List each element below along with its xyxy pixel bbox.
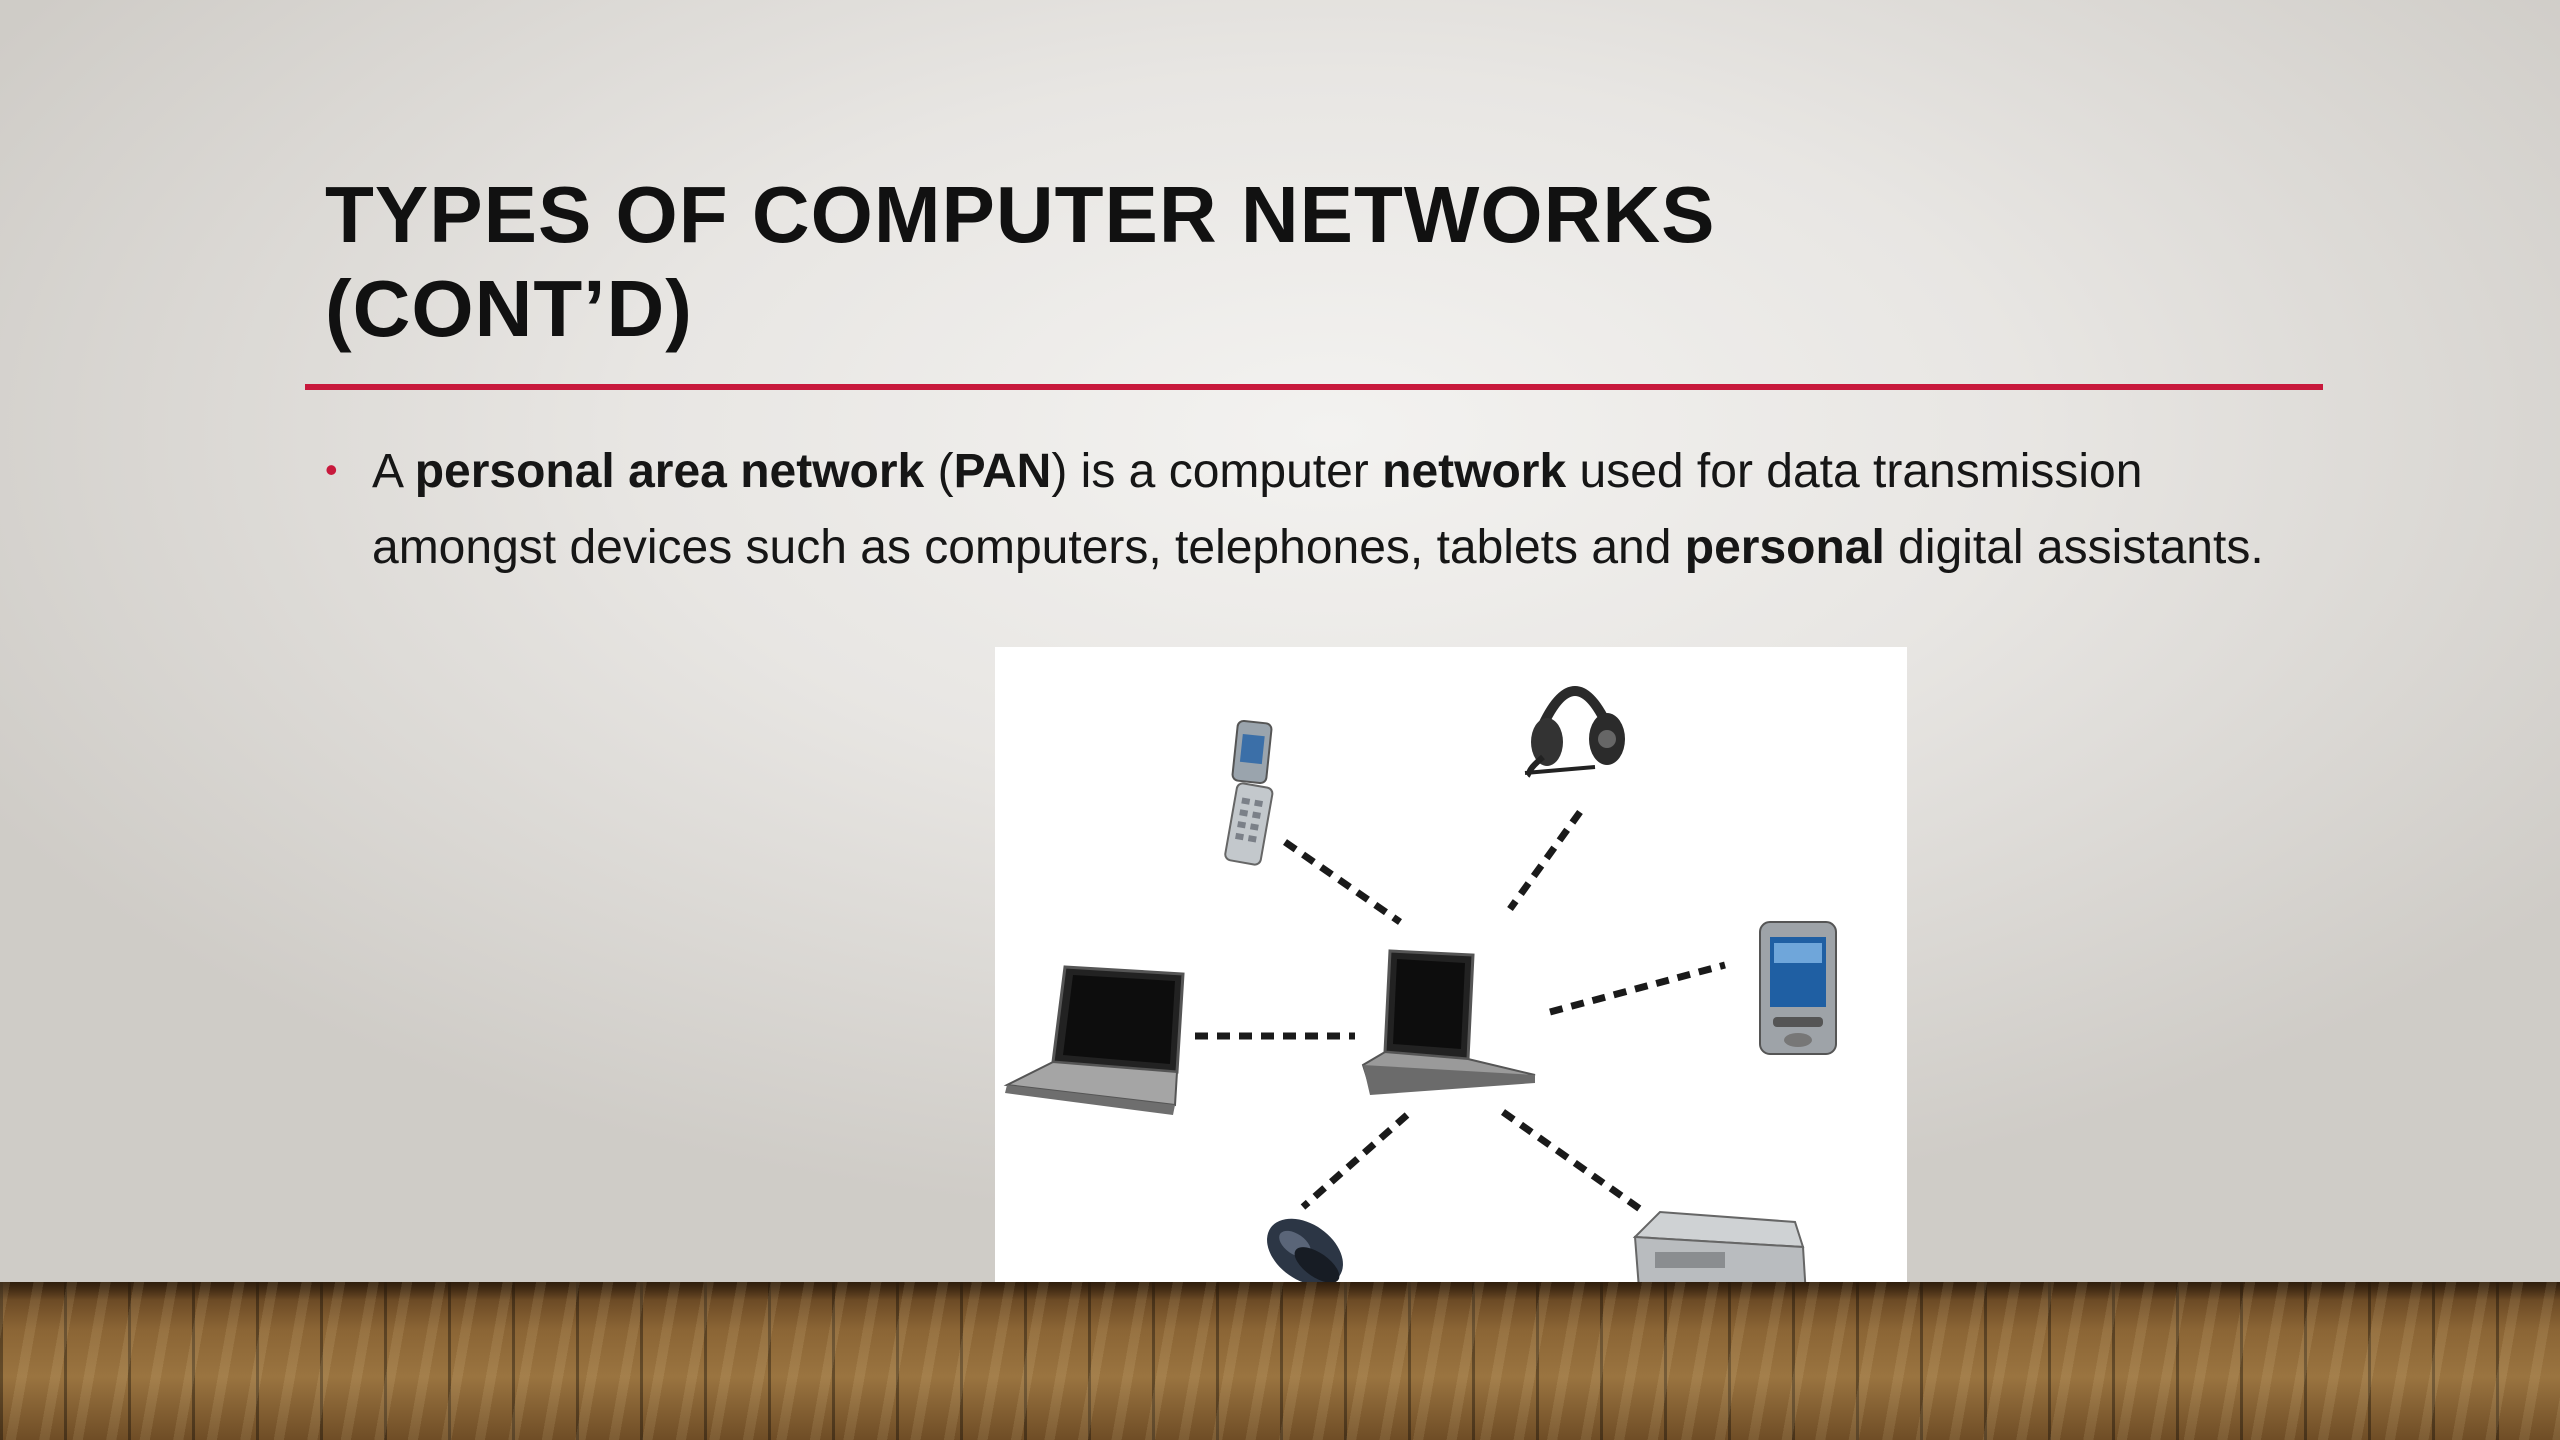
flip-phone-icon [1224, 719, 1274, 866]
pan-diagram [1003, 686, 1837, 1352]
slide-title-line-2: (CONT’D) [325, 264, 693, 353]
bullet-segment-bold: personal area network [414, 445, 925, 498]
headset-icon [1524, 686, 1625, 778]
connection-line [1500, 1109, 1643, 1212]
bullet-segment-bold: network [1382, 445, 1567, 498]
slide-title-line-1: TYPES OF COMPUTER NETWORKS [325, 170, 1716, 259]
connection-line [1507, 809, 1583, 912]
bullet-marker: • [325, 449, 338, 490]
bullet-segment-bold: personal [1684, 521, 1885, 574]
connection-line [1549, 961, 1726, 1016]
slide-title: TYPES OF COMPUTER NETWORKS (CONT’D) [325, 168, 2225, 356]
bullet-text: A personal area network (PAN) is a compu… [372, 434, 2315, 586]
bullet-segment: ( [924, 445, 954, 498]
connection-lines [1195, 809, 1726, 1212]
bullet-segment: ) is a computer [1051, 445, 1383, 498]
bullet-segment: used for data transmission amongst devic… [372, 445, 2143, 574]
bullet-item: • A personal area network (PAN) is a com… [325, 434, 2315, 586]
pda-icon [1759, 921, 1837, 1055]
bullet-segment: A [372, 445, 415, 498]
bullet-segment: digital assistants. [1884, 521, 2264, 574]
pan-diagram-image [995, 647, 1907, 1359]
wood-floor [0, 1282, 2560, 1440]
laptop-icon [1003, 965, 1185, 1115]
title-divider [305, 384, 2323, 390]
connection-line [1283, 839, 1402, 925]
mouse-icon [1267, 1218, 1343, 1286]
hub-laptop-icon [1361, 949, 1536, 1095]
connection-line [1300, 1112, 1410, 1210]
bullet-segment-bold: PAN [953, 445, 1052, 498]
